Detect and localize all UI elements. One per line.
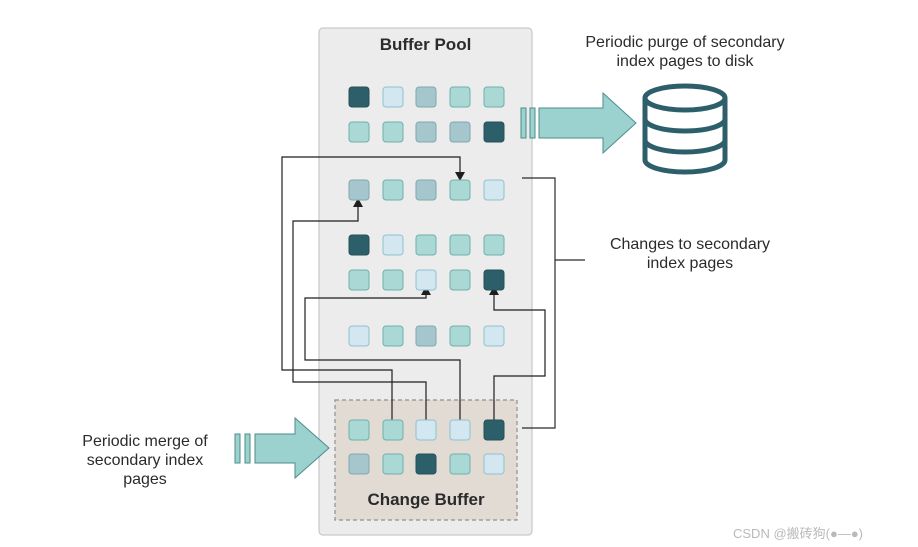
changes-label: Changes to secondary index pages xyxy=(609,236,771,272)
arrowhead xyxy=(353,198,363,207)
buffer-pool-page-tile xyxy=(382,234,404,256)
arrow-stripe xyxy=(234,433,241,464)
arrow-stripe xyxy=(520,107,527,139)
buffer-pool-page-tile xyxy=(415,121,437,143)
purge-label: Periodic purge of secondary index pages … xyxy=(585,34,785,70)
buffer-pool-title: Buffer Pool xyxy=(379,35,472,54)
page-tiles xyxy=(348,86,505,475)
change-buffer-page-tile xyxy=(382,419,404,441)
buffer-pool-page-tile xyxy=(449,121,471,143)
buffer-pool-page-tile xyxy=(415,325,437,347)
buffer-pool-page-tile xyxy=(483,234,505,256)
buffer-pool-page-tile xyxy=(348,325,370,347)
merge-arrow xyxy=(234,416,330,480)
buffer-pool-page-tile xyxy=(415,269,437,291)
merge-label: Periodic merge of secondary index pages xyxy=(82,433,208,488)
buffer-pool-page-tile xyxy=(415,179,437,201)
change-buffer-title: Change Buffer xyxy=(367,490,485,509)
purge-arrow xyxy=(520,91,637,155)
buffer-pool-page-tile xyxy=(483,325,505,347)
buffer-pool-page-tile xyxy=(348,269,370,291)
arrow-stripe xyxy=(529,107,536,139)
changes-bracket xyxy=(522,177,556,429)
connector-line xyxy=(493,293,546,420)
change-buffer-page-tile xyxy=(382,453,404,475)
arrow-shape xyxy=(254,416,330,480)
buffer-pool-page-tile xyxy=(483,269,505,291)
connector-line xyxy=(292,206,427,420)
buffer-pool-page-tile xyxy=(382,269,404,291)
buffer-pool-page-tile xyxy=(449,325,471,347)
buffer-pool-page-tile xyxy=(449,179,471,201)
change-buffer-page-tile xyxy=(483,419,505,441)
arrow-stripe xyxy=(244,433,251,464)
buffer-pool-page-tile xyxy=(449,234,471,256)
watermark: CSDN @搬砖狗(●—●) xyxy=(733,526,864,541)
buffer-pool-page-tile xyxy=(382,179,404,201)
buffer-pool-page-tile xyxy=(415,234,437,256)
buffer-pool-page-tile xyxy=(382,86,404,108)
buffer-pool-page-tile xyxy=(348,86,370,108)
buffer-pool-page-tile xyxy=(382,325,404,347)
change-buffer-page-tile xyxy=(483,453,505,475)
buffer-pool-page-tile xyxy=(382,121,404,143)
merge-connectors xyxy=(281,156,546,420)
change-buffer-page-tile xyxy=(415,453,437,475)
change-buffer-page-tile xyxy=(449,453,471,475)
change-buffer-page-tile xyxy=(415,419,437,441)
buffer-pool-page-tile xyxy=(449,269,471,291)
buffer-pool-page-tile xyxy=(449,86,471,108)
buffer-pool-page-tile xyxy=(348,121,370,143)
disk-icon xyxy=(642,83,728,175)
buffer-pool-page-tile xyxy=(415,86,437,108)
connector-line xyxy=(304,294,461,420)
connector-line xyxy=(281,156,461,420)
arrow-shape xyxy=(538,91,637,155)
change-buffer-page-tile xyxy=(348,453,370,475)
buffer-pool-page-tile xyxy=(483,86,505,108)
buffer-pool-page-tile xyxy=(483,179,505,201)
arrowhead xyxy=(455,172,465,181)
buffer-pool-page-tile xyxy=(483,121,505,143)
buffer-pool-page-tile xyxy=(348,234,370,256)
change-buffer-page-tile xyxy=(348,419,370,441)
buffer-pool-page-tile xyxy=(348,179,370,201)
change-buffer-page-tile xyxy=(449,419,471,441)
